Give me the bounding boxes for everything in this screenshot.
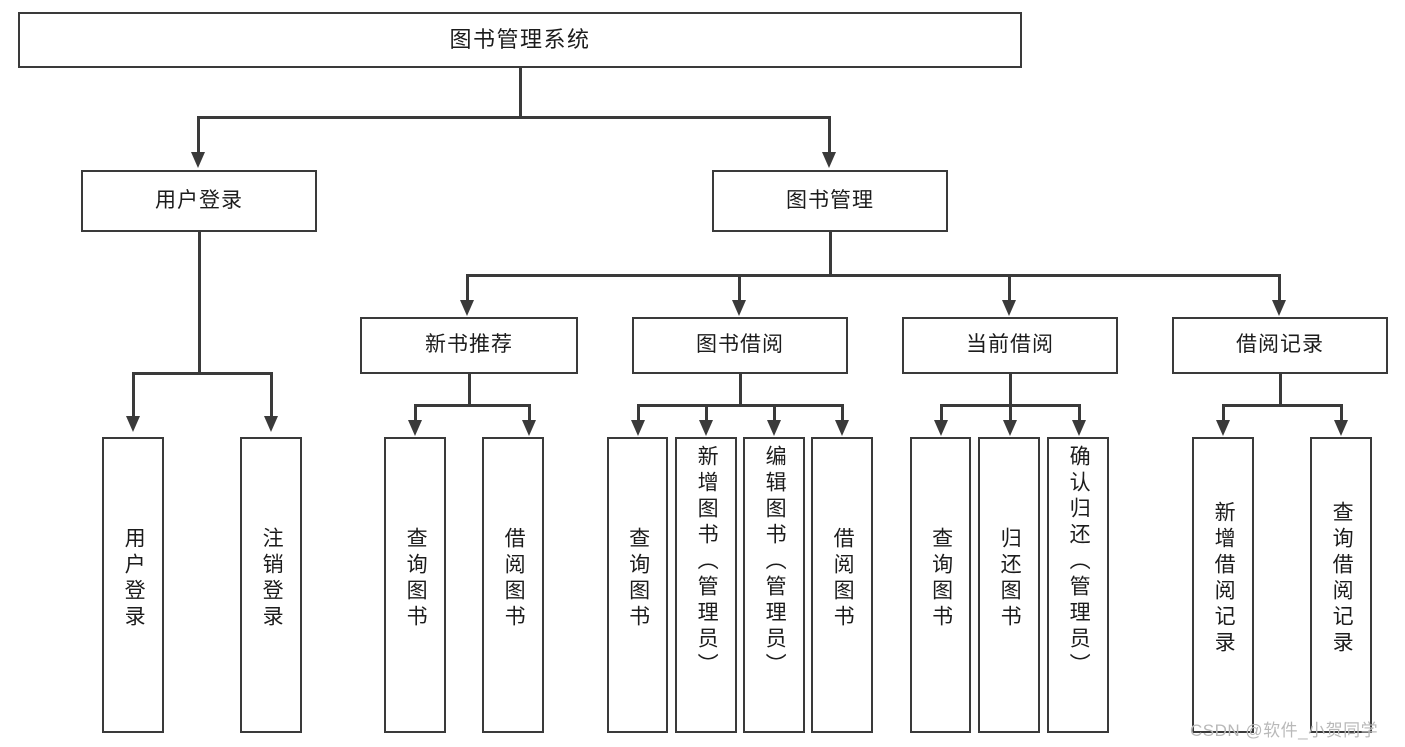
connector-drop-cb-leaf-3 (1078, 404, 1081, 422)
leaf-add-book-admin[interactable]: 新增图书（管理员） (675, 437, 737, 733)
connector-borrow-record-stem (1279, 374, 1282, 406)
connector-drop-borrow-record (1278, 274, 1281, 302)
leaf-label: 用户登录 (122, 527, 146, 631)
connector-level3-bus (466, 274, 1280, 277)
leaf-query-book-borrow[interactable]: 查询图书 (607, 437, 668, 733)
connector-drop-bb-leaf-4 (841, 404, 844, 422)
watermark-text: CSDN @软件_小贺同学 (1190, 721, 1379, 740)
connector-book-manage-stem (829, 232, 832, 276)
connector-drop-nb-leaf-2 (528, 404, 531, 422)
leaf-query-book-recommend[interactable]: 查询图书 (384, 437, 446, 733)
leaf-add-borrow-record[interactable]: 新增借阅记录 (1192, 437, 1254, 733)
connector-current-borrow-stem (1009, 374, 1012, 406)
leaf-user-login[interactable]: 用户登录 (102, 437, 164, 733)
arrowhead-nb-leaf-2 (522, 420, 536, 436)
arrowhead-leaf-logout (264, 416, 278, 432)
connector-user-login-bus (132, 372, 272, 375)
connector-borrow-record-bus (1222, 404, 1342, 407)
connector-book-borrow-bus (637, 404, 843, 407)
leaf-label: 查询图书 (626, 527, 650, 631)
leaf-label: 确认归还（管理员） (1067, 445, 1091, 679)
leaf-borrow-book-recommend[interactable]: 借阅图书 (482, 437, 544, 733)
leaf-label: 新增借阅记录 (1212, 501, 1236, 657)
connector-drop-br-leaf-1 (1222, 404, 1225, 422)
leaf-label: 查询图书 (404, 527, 428, 631)
connector-drop-br-leaf-2 (1340, 404, 1343, 422)
arrowhead-br-leaf-1 (1216, 420, 1230, 436)
connector-drop-bb-leaf-1 (637, 404, 640, 422)
leaf-label: 查询借阅记录 (1330, 501, 1354, 657)
arrowhead-user-login (191, 152, 205, 168)
leaf-return-book[interactable]: 归还图书 (978, 437, 1040, 733)
connector-drop-cb-leaf-2 (1009, 404, 1012, 422)
connector-drop-user-login (197, 116, 200, 154)
node-book-borrow[interactable]: 图书借阅 (632, 317, 848, 374)
leaf-label: 编辑图书（管理员） (763, 445, 787, 679)
connector-drop-current-borrow (1008, 274, 1011, 302)
arrowhead-book-borrow (732, 300, 746, 316)
connector-root-stem (519, 68, 522, 118)
node-label: 图书管理系统 (449, 27, 591, 53)
leaf-confirm-return-admin[interactable]: 确认归还（管理员） (1047, 437, 1109, 733)
node-new-book-recommend[interactable]: 新书推荐 (360, 317, 578, 374)
leaf-logout[interactable]: 注销登录 (240, 437, 302, 733)
arrowhead-new-book (460, 300, 474, 316)
arrowhead-cb-leaf-1 (934, 420, 948, 436)
arrowhead-cb-leaf-3 (1072, 420, 1086, 436)
node-label: 新书推荐 (425, 333, 513, 357)
connector-new-book-bus (414, 404, 530, 407)
connector-drop-cb-leaf-1 (940, 404, 943, 422)
arrowhead-br-leaf-2 (1334, 420, 1348, 436)
arrowhead-bb-leaf-2 (699, 420, 713, 436)
connector-drop-nb-leaf-1 (414, 404, 417, 422)
node-label: 图书管理 (786, 188, 874, 212)
arrowhead-nb-leaf-1 (408, 420, 422, 436)
leaf-query-borrow-record[interactable]: 查询借阅记录 (1310, 437, 1372, 733)
leaf-label: 归还图书 (998, 527, 1022, 631)
leaf-label: 查询图书 (929, 527, 953, 631)
leaf-edit-book-admin[interactable]: 编辑图书（管理员） (743, 437, 805, 733)
leaf-label: 借阅图书 (502, 527, 526, 631)
arrowhead-leaf-user-login (126, 416, 140, 432)
leaf-query-book-current[interactable]: 查询图书 (910, 437, 971, 733)
node-borrow-record[interactable]: 借阅记录 (1172, 317, 1388, 374)
node-label: 当前借阅 (966, 333, 1054, 357)
node-book-management[interactable]: 图书管理 (712, 170, 948, 232)
arrowhead-bb-leaf-3 (767, 420, 781, 436)
arrowhead-bb-leaf-4 (835, 420, 849, 436)
connector-drop-bb-leaf-2 (705, 404, 708, 422)
connector-drop-leaf-user-login (132, 372, 135, 418)
connector-drop-bb-leaf-3 (773, 404, 776, 422)
connector-book-borrow-stem (739, 374, 742, 406)
arrowhead-bb-leaf-1 (631, 420, 645, 436)
arrowhead-current-borrow (1002, 300, 1016, 316)
node-current-borrow[interactable]: 当前借阅 (902, 317, 1118, 374)
connector-drop-leaf-logout (270, 372, 273, 418)
connector-root-bus (197, 116, 830, 119)
node-label: 图书借阅 (696, 333, 784, 357)
connector-new-book-stem (468, 374, 471, 406)
leaf-borrow-book[interactable]: 借阅图书 (811, 437, 873, 733)
node-label: 借阅记录 (1236, 333, 1324, 357)
node-root-system[interactable]: 图书管理系统 (18, 12, 1022, 68)
connector-user-login-stem (198, 232, 201, 374)
leaf-label: 新增图书（管理员） (695, 445, 719, 679)
connector-drop-new-book (466, 274, 469, 302)
leaf-label: 借阅图书 (831, 527, 855, 631)
node-user-login[interactable]: 用户登录 (81, 170, 317, 232)
node-label: 用户登录 (155, 188, 243, 212)
arrowhead-book-manage (822, 152, 836, 168)
connector-drop-book-manage (828, 116, 831, 154)
arrowhead-cb-leaf-2 (1003, 420, 1017, 436)
arrowhead-borrow-record (1272, 300, 1286, 316)
leaf-label: 注销登录 (260, 527, 284, 631)
connector-drop-book-borrow (738, 274, 741, 302)
